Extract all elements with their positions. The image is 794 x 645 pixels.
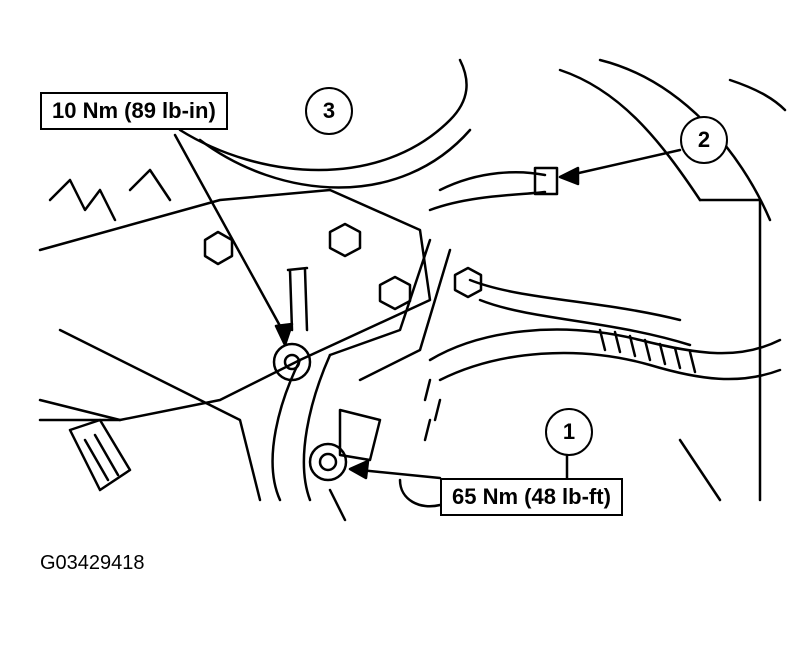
harness-ridges <box>423 378 442 442</box>
bracket-edge <box>38 398 122 422</box>
lower-detail <box>328 488 347 522</box>
connector-2 <box>533 166 559 196</box>
wire-harness <box>428 328 782 362</box>
background-curve <box>558 68 702 202</box>
stud <box>286 266 309 332</box>
bolt-head <box>203 230 234 266</box>
left-detail <box>48 178 117 222</box>
fitting-nut-1-center <box>318 452 338 472</box>
torque-label-1: 65 Nm (48 lb-ft) <box>440 478 623 516</box>
arrowhead-2 <box>558 166 580 186</box>
bracket-edge <box>58 328 262 502</box>
right-frame <box>698 198 762 502</box>
bracket-plate <box>38 188 432 422</box>
lower-detail <box>398 478 442 508</box>
wire-harness <box>468 278 682 322</box>
arrowhead-1 <box>348 459 370 480</box>
wire-harness <box>428 190 547 212</box>
wire-harness <box>438 351 782 382</box>
engine-component-illustration <box>38 58 787 522</box>
background-curve <box>728 78 787 112</box>
callout-number-2: 2 <box>680 116 728 164</box>
torque-label-3: 10 Nm (89 lb-in) <box>40 92 228 130</box>
bracket-tab-slot <box>83 438 110 482</box>
bolt-head <box>328 222 362 258</box>
fitting-body <box>338 408 382 462</box>
figure-id: G03429418 <box>40 552 145 574</box>
callout-number-1: 1 <box>545 408 593 456</box>
background-curve <box>178 58 468 172</box>
bolt-head <box>378 275 412 311</box>
bolt-head <box>453 266 483 299</box>
bracket-tab-slot <box>93 433 120 477</box>
main-tube <box>328 238 432 357</box>
fitting-nut-1 <box>308 442 348 482</box>
wire-harness <box>438 171 547 192</box>
leader-line-1 <box>358 468 442 480</box>
right-frame <box>678 438 722 502</box>
wire-harness <box>478 298 692 347</box>
harness-ridges <box>598 328 697 374</box>
background-curve <box>198 128 472 189</box>
left-detail <box>128 168 172 202</box>
bracket-tab <box>68 418 132 492</box>
main-tube <box>271 358 302 502</box>
main-tube <box>302 353 332 502</box>
arrowhead-3 <box>274 322 294 347</box>
callout-number-3: 3 <box>305 87 353 135</box>
main-tube <box>358 248 452 382</box>
leader-line-2 <box>568 148 682 177</box>
leader-line-3 <box>173 133 287 337</box>
